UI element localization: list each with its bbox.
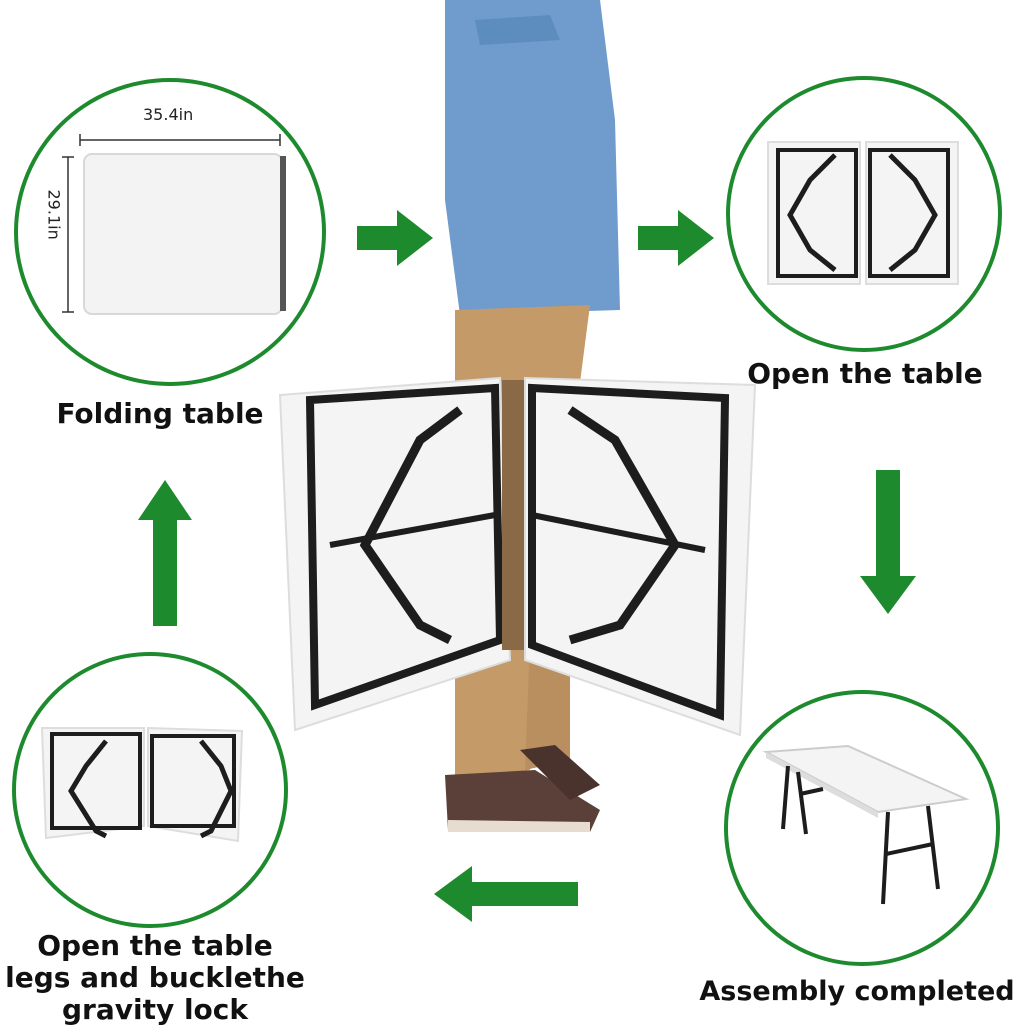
arrow-icon <box>138 480 192 626</box>
arrow-icon <box>357 210 433 266</box>
person-carrying-table-illustration <box>278 0 757 832</box>
arrow-icon <box>860 470 916 614</box>
assembled-table-illustration <box>762 744 970 905</box>
open-table-circle <box>726 76 1002 352</box>
center-illustration <box>270 0 770 840</box>
folded-table-top-illustration <box>62 134 286 315</box>
assembly-completed-circle <box>724 690 1000 966</box>
open-table-caption: Open the table <box>747 357 983 390</box>
open-legs-circle <box>12 652 288 928</box>
depth-dimension-label: 29.1in <box>44 189 64 240</box>
assembly-completed-caption: Assembly completed <box>699 976 1015 1007</box>
arrow-icon <box>434 866 578 922</box>
folding-table-circle <box>14 78 326 386</box>
legs-opened-illustration <box>40 726 244 843</box>
folding-table-caption: Folding table <box>56 397 264 430</box>
opened-table-illustration <box>767 141 959 285</box>
open-legs-caption: Open the table legs and bucklethe gravit… <box>0 929 310 1027</box>
open-legs-caption-line1: Open the table <box>37 929 273 962</box>
width-dimension-label: 35.4in <box>143 105 194 124</box>
open-legs-caption-line2: legs and bucklethe <box>5 961 305 995</box>
arrow-icon <box>638 210 714 266</box>
open-legs-caption-line3: gravity lock <box>61 993 249 1027</box>
